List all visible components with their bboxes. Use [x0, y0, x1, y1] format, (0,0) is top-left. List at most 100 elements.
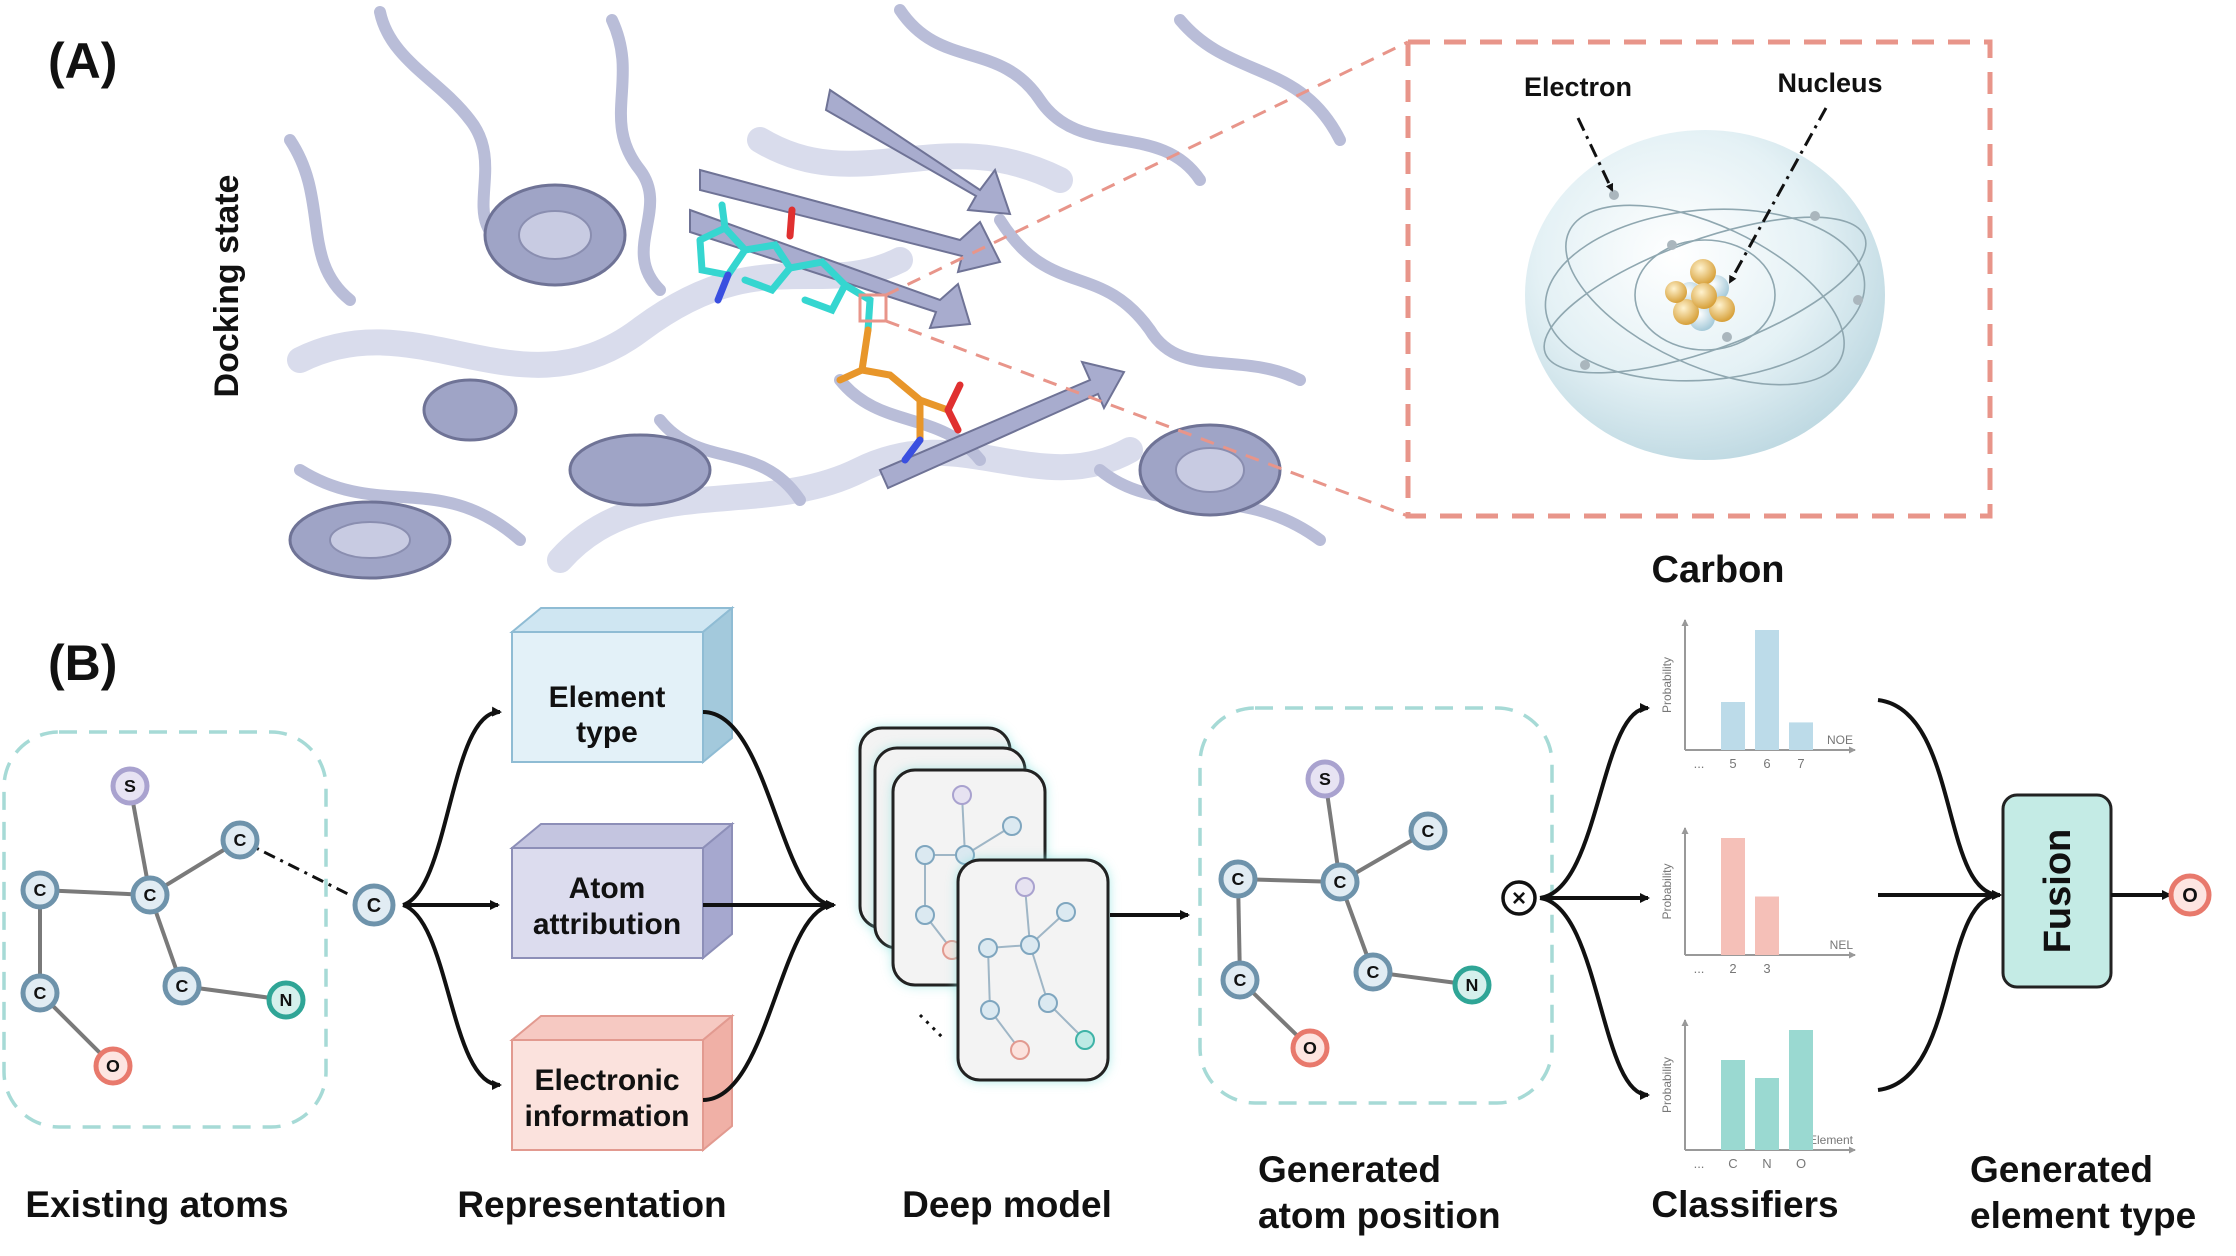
query-atom-c: C — [352, 883, 396, 927]
existing-atom-n: N — [266, 980, 306, 1020]
existing-atoms-caption: Existing atoms — [25, 1184, 288, 1225]
nucleus — [1665, 259, 1735, 331]
svg-text:N: N — [280, 990, 293, 1010]
carbon-caption: Carbon — [1652, 549, 1785, 591]
carbon-atom-model — [1525, 107, 1885, 460]
bar-6 — [1755, 630, 1779, 750]
svg-text:O: O — [2182, 885, 2198, 907]
representation-boxes — [509, 605, 735, 1153]
svg-text:C: C — [176, 976, 189, 996]
multiply-operator: × — [1501, 880, 1537, 916]
bar-2 — [1721, 838, 1745, 955]
fusion-box — [2001, 793, 2113, 989]
svg-text:C: C — [367, 895, 381, 917]
svg-text:C: C — [1334, 872, 1347, 892]
x-tick-label: N — [1762, 1156, 1771, 1171]
x-tick-label: C — [1728, 1156, 1737, 1171]
ligand-molecule — [696, 201, 964, 464]
nucleus-label: Nucleus — [1777, 68, 1882, 98]
classifier-arrows — [1539, 703, 1650, 1100]
docking-state-label: Docking state — [208, 175, 246, 398]
x-tick-label: 5 — [1729, 756, 1736, 771]
deep-model-stack — [858, 726, 1110, 1082]
merge-arrows — [702, 710, 836, 1102]
bar-C — [1721, 1060, 1745, 1150]
svg-text:C: C — [1422, 821, 1435, 841]
deep-model-caption: Deep model — [902, 1184, 1112, 1225]
svg-text:C: C — [1234, 970, 1247, 990]
existing-atom-c: C — [20, 973, 60, 1013]
x-tick-label: 3 — [1763, 961, 1770, 976]
x-axis-label: NEL — [1830, 938, 1854, 952]
atom-attribution-box — [509, 821, 735, 961]
existing-atom-c: C — [162, 966, 202, 1006]
y-axis-label: Probability — [1660, 1057, 1674, 1113]
svg-text:C: C — [1232, 869, 1245, 889]
svg-text:S: S — [124, 776, 136, 796]
zoom-line-bottom — [885, 319, 1409, 518]
x-tick-label: 2 — [1729, 961, 1736, 976]
existing-atom-s: S — [110, 766, 150, 806]
svg-text:O: O — [1303, 1038, 1317, 1058]
generated-graph-atom-s: S — [1305, 759, 1345, 799]
existing-atom-c: C — [130, 875, 170, 915]
output-atom-o: O — [2168, 873, 2212, 917]
generated-position-caption-line1: Generated — [1258, 1149, 1441, 1190]
generated-graph-atom-c: C — [1220, 960, 1260, 1000]
svg-text:C: C — [34, 983, 47, 1003]
y-axis-label: Probability — [1660, 863, 1674, 919]
classifiers-caption: Classifiers — [1651, 1184, 1838, 1225]
panel-a-label: (A) — [48, 33, 117, 89]
generated-graph-atom-o: O — [1290, 1028, 1330, 1068]
generated-graph-atom-n: N — [1452, 965, 1492, 1005]
bar-O — [1789, 1030, 1813, 1150]
bar-5 — [1721, 702, 1745, 750]
generated-graph-atom-c: C — [1353, 952, 1393, 992]
generated-element-caption-line2: element type — [1970, 1195, 2196, 1236]
electronic-information-box — [509, 1013, 735, 1153]
electron-label: Electron — [1524, 72, 1632, 102]
element-type-line1: Element — [549, 681, 666, 714]
split-arrows — [402, 706, 502, 1090]
svg-text:C: C — [144, 885, 157, 905]
element-type-box — [509, 605, 735, 765]
atom-nodes: S C C C C C N O S C C C C C N O C O — [20, 759, 2212, 1086]
svg-text:C: C — [1367, 962, 1380, 982]
bar-3 — [1755, 896, 1779, 955]
atom-attribution-line1: Atom — [569, 872, 646, 905]
svg-text:S: S — [1319, 769, 1331, 789]
generated-graph-atom-c: C — [1320, 862, 1360, 902]
representation-caption: Representation — [457, 1184, 726, 1225]
fusion-label: Fusion — [2037, 829, 2079, 954]
x-tick-label: ... — [1694, 756, 1705, 771]
existing-atom-c: C — [20, 870, 60, 910]
svg-text:C: C — [234, 830, 247, 850]
x-tick-label: 6 — [1763, 756, 1770, 771]
protein-structure-image — [282, 4, 1352, 580]
generated-position-graph — [1198, 706, 1554, 1105]
element-type-line2: type — [576, 716, 638, 749]
generated-position-caption-line2: atom position — [1258, 1195, 1501, 1236]
atom-attribution-line2: attribution — [533, 908, 681, 941]
svg-text:N: N — [1466, 975, 1479, 995]
panel-b-label: (B) — [48, 635, 117, 691]
fusion-arrows — [1877, 698, 2002, 1092]
x-tick-label: O — [1796, 1156, 1806, 1171]
electronic-information-line1: Electronic — [534, 1064, 679, 1097]
svg-text:C: C — [34, 880, 47, 900]
y-axis-label: Probability — [1660, 657, 1674, 713]
existing-atom-c: C — [220, 820, 260, 860]
generated-graph-atom-c: C — [1408, 811, 1448, 851]
zoom-line-top — [885, 40, 1409, 297]
generated-graph-atom-c: C — [1218, 859, 1258, 899]
existing-atoms-graph — [2, 730, 351, 1129]
existing-atom-o: O — [93, 1046, 133, 1086]
bar-N — [1755, 1078, 1779, 1150]
generated-element-caption-line1: Generated — [1970, 1149, 2153, 1190]
svg-text:O: O — [106, 1056, 120, 1076]
